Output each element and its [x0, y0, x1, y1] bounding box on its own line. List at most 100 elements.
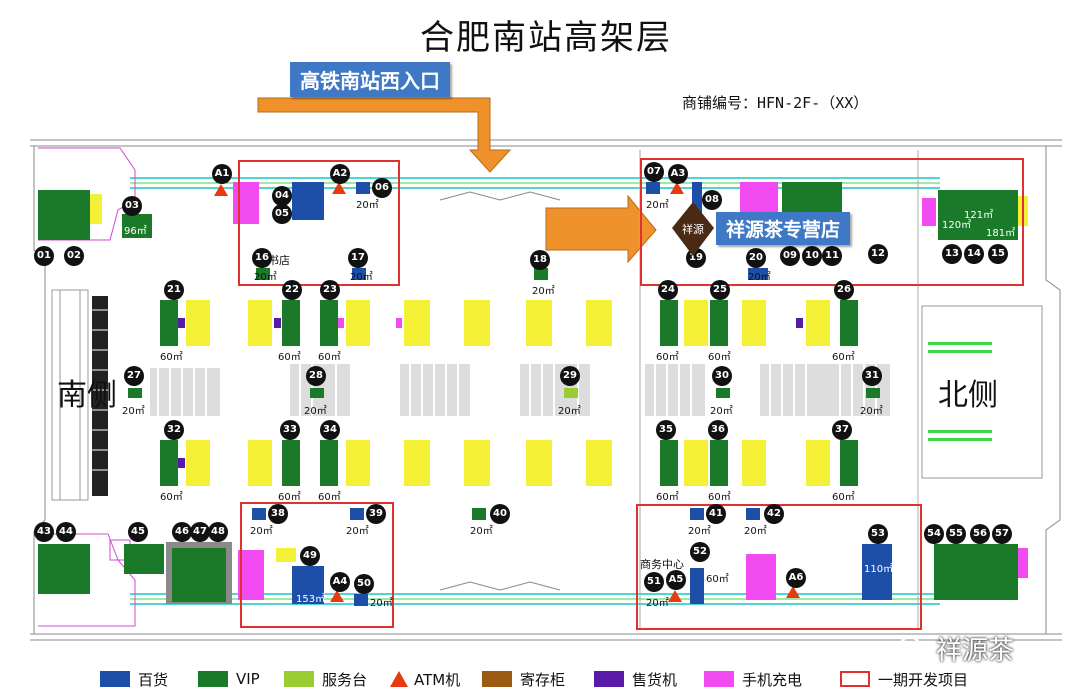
pod-33-yellow: [248, 440, 272, 486]
legend-item-locker: 寄存柜: [482, 668, 565, 690]
charging-se2-block: [1018, 548, 1028, 578]
pod-mid1: [404, 300, 430, 346]
shop-marker: 40: [490, 504, 510, 524]
shop-marker: 35: [656, 420, 676, 440]
store-banner: 祥源茶专营店: [716, 212, 851, 245]
pod-mid5: [404, 440, 430, 486]
shop-16-block: [256, 268, 270, 280]
shop-marker: 45: [128, 522, 148, 542]
shop-area: 60㎡: [318, 492, 341, 503]
south-side-label: 南侧: [57, 378, 117, 413]
pod-21-yellow: [186, 300, 210, 346]
atm-a5-marker: A5: [666, 570, 686, 590]
atm-icon: [390, 671, 408, 687]
shop-area: 20㎡: [346, 526, 369, 537]
shop-06-block: [356, 182, 370, 194]
shop-13-15-block: [938, 190, 1018, 240]
shop-marker: 41: [706, 504, 726, 524]
pod-35: [660, 440, 678, 486]
legend-swatch: [594, 671, 624, 687]
shop-07-block: [646, 182, 660, 194]
pod-36: [710, 440, 728, 486]
shop-area: 20㎡: [254, 272, 277, 283]
shop-area: 121㎡: [964, 210, 994, 221]
shop-42-block: [746, 508, 760, 520]
shop-52-block: [690, 568, 704, 604]
shop-area: 60㎡: [160, 492, 183, 503]
legend-item-vip: VIP: [198, 668, 260, 690]
shop-39-block: [350, 508, 364, 520]
business-center-label: 商务中心: [640, 558, 684, 571]
shop-marker: 16: [252, 248, 272, 268]
pod-36-yellow: [742, 440, 766, 486]
legend-item-vending: 售货机: [594, 668, 677, 690]
shop-marker: 01: [34, 246, 54, 266]
charging-23: [338, 318, 344, 328]
shop-20-block: [748, 268, 768, 280]
shop-marker: 33: [280, 420, 300, 440]
shop-01-02-block: [38, 190, 90, 240]
legend-label: 售货机: [632, 670, 678, 689]
shop-marker: 43: [34, 522, 54, 542]
shop-30-block: [716, 388, 730, 398]
vending-21: [178, 318, 185, 328]
pod-35-yellow: [684, 440, 708, 486]
shop-marker: 07: [644, 162, 664, 182]
legend-swatch: [482, 671, 512, 687]
vending-26: [796, 318, 803, 328]
phase1-zone-nw: [238, 160, 400, 286]
shop-46-48-block: [172, 548, 226, 602]
shop-area: 20㎡: [558, 406, 581, 417]
pod-32-yellow: [186, 440, 210, 486]
shop-marker: 28: [306, 366, 326, 386]
shop-area: 60㎡: [318, 352, 341, 363]
charging-se-block: [746, 554, 776, 600]
pod-24: [660, 300, 678, 346]
shop-31-block: [866, 388, 880, 398]
pod-34: [320, 440, 338, 486]
shop-marker: 38: [268, 504, 288, 524]
shop-45-block: [124, 544, 164, 574]
pod-37-yellow: [806, 440, 830, 486]
shop-marker: 20: [746, 248, 766, 268]
shop-area: 60㎡: [278, 492, 301, 503]
shop-marker: 37: [832, 420, 852, 440]
shop-49-block: [292, 566, 324, 604]
shop-marker: 57: [992, 524, 1012, 544]
pod-22-yellow: [248, 300, 272, 346]
shop-marker: 30: [712, 366, 732, 386]
pod-23: [320, 300, 338, 346]
shop-41-block: [690, 508, 704, 520]
pod-21: [160, 300, 178, 346]
atm-a6-marker: A6: [786, 568, 806, 588]
vending-22: [274, 318, 281, 328]
shop-area: 20㎡: [710, 406, 733, 417]
shop-area: 20㎡: [356, 200, 379, 211]
legend-label: ATM机: [414, 670, 461, 689]
legend-item-charging: 手机充电: [704, 668, 802, 690]
pod-34-yellow: [346, 440, 370, 486]
shop-area: 20㎡: [370, 598, 393, 609]
shop-marker: 10: [802, 246, 822, 266]
shop-area: 60㎡: [832, 492, 855, 503]
shop-27-block: [128, 388, 142, 398]
shop-marker: 52: [690, 542, 710, 562]
shop-area: 60㎡: [160, 352, 183, 363]
shop-marker: 25: [710, 280, 730, 300]
shop-03-block: [122, 214, 152, 238]
shop-area: 60㎡: [706, 574, 729, 585]
shop-area: 60㎡: [832, 352, 855, 363]
atm-a4-marker: A4: [330, 572, 350, 592]
charging-south-block: [238, 550, 264, 600]
shop-marker: 50: [354, 574, 374, 594]
shop-area: 20㎡: [646, 200, 669, 211]
legend-item-phase1: 一期开发项目: [840, 668, 968, 690]
legend: 百货 VIP 服务台 ATM机 寄存柜 售货机 手机充电 一期开发项目: [0, 668, 1092, 692]
shop-marker: 05: [272, 204, 292, 224]
shop-code-note: 商铺编号：HFN-2F-（XX）: [682, 94, 869, 112]
atm-a6-icon: [786, 586, 800, 598]
legend-label: 手机充电: [742, 670, 803, 689]
atm-a5-icon: [668, 590, 682, 602]
shop-area: 20㎡: [122, 406, 145, 417]
legend-swatch: [704, 671, 734, 687]
